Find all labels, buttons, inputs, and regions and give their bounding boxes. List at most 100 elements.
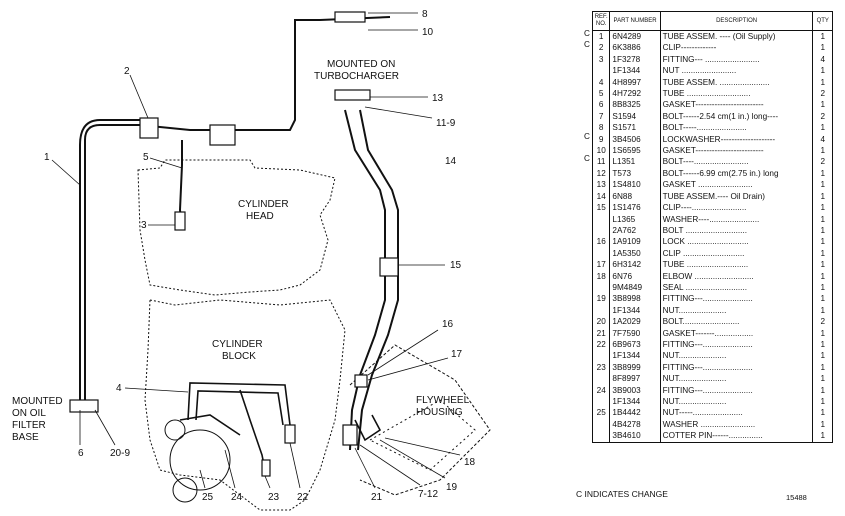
callout-6: 6: [78, 448, 84, 459]
callout-14: 14: [445, 156, 457, 167]
row-qty: 1: [812, 42, 833, 54]
callout-3: 3: [141, 220, 147, 231]
row-qty: 2: [812, 110, 833, 123]
label-mounted-turbo-2: TURBOCHARGER: [314, 71, 399, 82]
row-description: GASKET-------.................: [660, 327, 814, 339]
label-mounted-filter-4: BASE: [12, 432, 39, 443]
row-qty: 1: [812, 304, 833, 317]
label-mounted-filter-1: MOUNTED: [12, 396, 63, 407]
row-part-number: 7F7590: [609, 327, 661, 339]
part-callouts: 8 10 2 13 11-9 1 5 14 3 15 16 17 4 6 20-…: [44, 9, 476, 503]
change-mark: C: [584, 29, 590, 38]
area-labels: MOUNTED ON TURBOCHARGER CYLINDER HEAD CY…: [12, 59, 470, 443]
callout-13: 13: [432, 93, 444, 104]
row-part-number: 1S1476: [609, 202, 661, 214]
row-description: NUT.....................: [660, 373, 814, 385]
row-ref: 17: [591, 259, 611, 271]
callout-5: 5: [143, 152, 149, 163]
row-qty: 1: [812, 384, 833, 396]
row-ref: 9: [591, 133, 611, 146]
illustration-code: 15488: [786, 493, 807, 502]
row-description: BOLT----........................: [660, 156, 814, 168]
row-description: CLIP ...........................: [660, 247, 814, 260]
row-description: ELBOW ..........................: [660, 270, 814, 282]
row-part-number: 3B8999: [609, 361, 661, 374]
header-part: PART NUMBER: [609, 11, 661, 31]
label-cylinder-head-2: HEAD: [246, 211, 274, 222]
row-description: FITTING---......................: [660, 293, 814, 305]
row-qty: 1: [812, 236, 833, 248]
row-description: FITTING---......................: [660, 361, 814, 374]
row-description: TUBE ...........................: [660, 259, 814, 271]
callout-7-12: 7-12: [418, 489, 438, 500]
row-qty: 1: [812, 327, 833, 339]
row-ref: 10: [591, 145, 611, 157]
change-mark: C: [584, 131, 590, 141]
callout-18: 18: [464, 457, 476, 468]
row-description: LOCKWASHER--------------------: [660, 133, 814, 146]
row-qty: 1: [812, 259, 833, 271]
row-qty: 1: [812, 224, 833, 237]
fittings: [69, 11, 399, 477]
row-ref: [591, 373, 611, 385]
row-part-number: 4H8997: [609, 76, 661, 89]
row-qty: 1: [812, 202, 833, 214]
oil-drain-tube: [344, 109, 399, 451]
row-description: CLIP-------------: [660, 42, 814, 54]
row-ref: 6: [591, 99, 611, 111]
row-qty: 1: [812, 213, 833, 225]
row-description: TUBE ASSEM.---- Oil Drain): [660, 190, 814, 203]
row-ref: 24: [591, 384, 611, 396]
change-mark: C: [584, 40, 590, 50]
row-part-number: 6N4289: [609, 30, 661, 43]
row-ref: [591, 281, 611, 294]
row-qty: 1: [812, 281, 833, 294]
row-qty: 1: [812, 247, 833, 260]
callout-20-9: 20-9: [110, 448, 130, 459]
row-part-number: 1F3278: [609, 53, 661, 66]
row-ref: 23: [591, 361, 611, 374]
row-ref: 21: [591, 327, 611, 339]
row-ref: [591, 213, 611, 225]
lower-tubes: [179, 382, 382, 471]
row-part-number: 8F8997: [609, 373, 661, 385]
row-description: GASKET-------------------------: [660, 145, 814, 157]
label-flywheel-1: FLYWHEEL: [416, 395, 470, 406]
row-ref: 5: [591, 88, 611, 100]
row-part-number: 1S4810: [609, 179, 661, 191]
row-ref: [591, 430, 611, 443]
row-description: NUT ........................: [660, 65, 814, 77]
engine-outline: [137, 159, 491, 511]
row-part-number: 2A762: [609, 224, 661, 237]
row-ref: 18: [591, 270, 611, 282]
row-qty: 4: [812, 53, 833, 66]
row-ref: 12: [591, 167, 611, 180]
row-ref: 3: [591, 53, 611, 66]
row-part-number: 1S6595: [609, 145, 661, 157]
callout-25: 25: [202, 492, 214, 503]
row-description: BOLT.........................: [660, 316, 814, 328]
row-qty: 1: [812, 350, 833, 362]
row-part-number: 6H3142: [609, 259, 661, 271]
label-cylinder-head-1: CYLINDER: [238, 199, 289, 210]
row-qty: 1: [812, 293, 833, 305]
row-qty: 1: [812, 338, 833, 351]
row-ref: [591, 247, 611, 260]
change-legend: C INDICATES CHANGE: [576, 489, 668, 499]
